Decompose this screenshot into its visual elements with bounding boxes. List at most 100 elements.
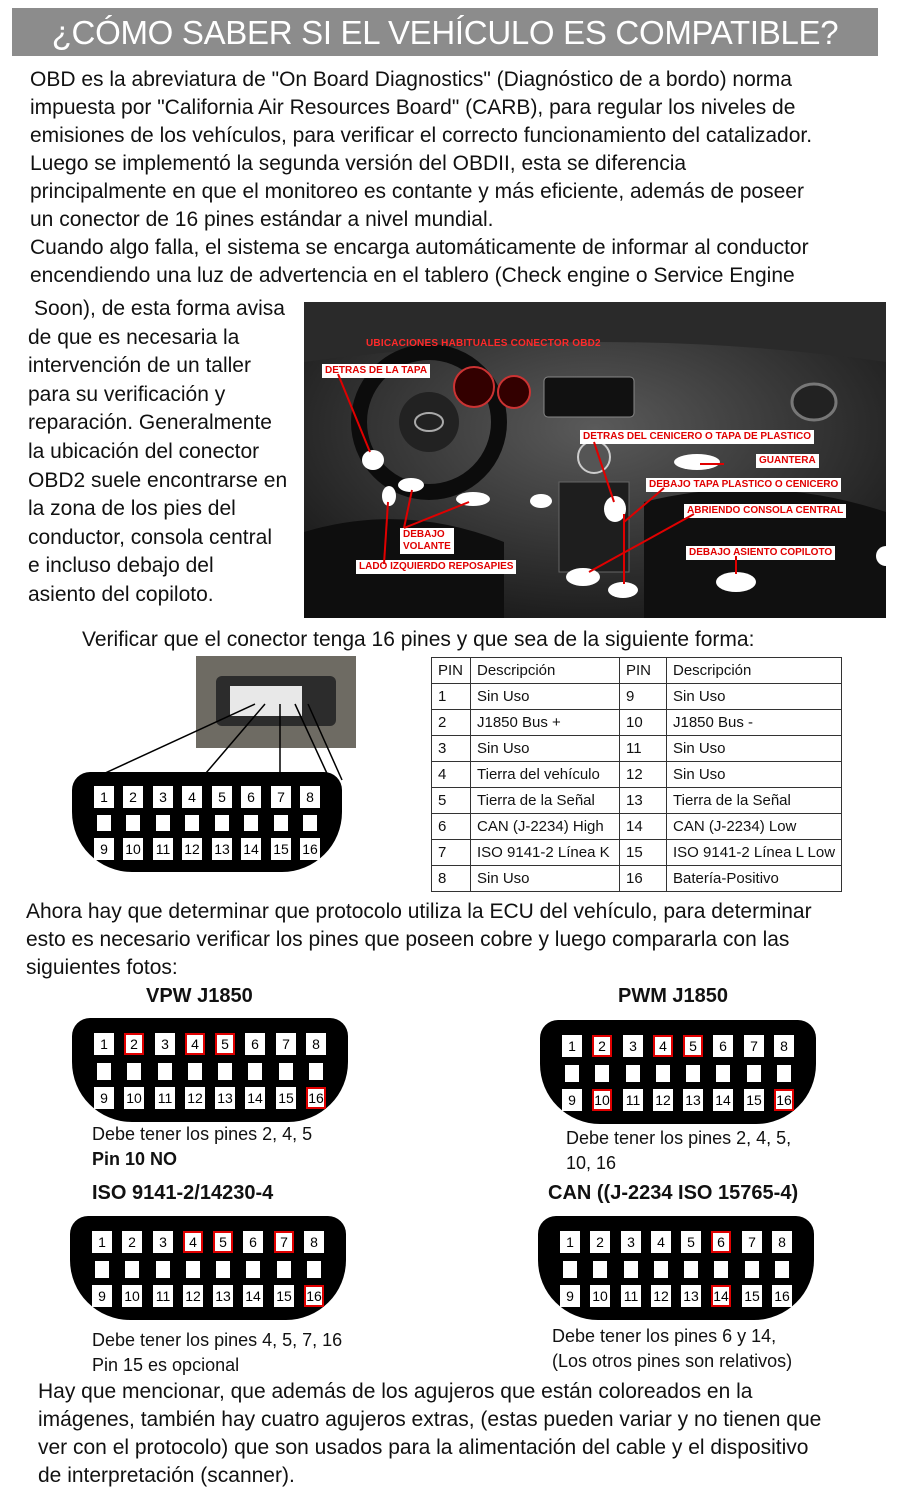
pin-10: 10 <box>123 838 143 860</box>
table-cell: J1850 Bus - <box>665 709 843 736</box>
desc-line: Debe tener los pines 6 y 14, <box>552 1326 777 1346</box>
pin-11: 11 <box>153 838 173 860</box>
pin-6: 6 <box>243 1231 263 1253</box>
intro-line: principalmente en que el monitoreo es co… <box>30 180 804 203</box>
desc-note: Pin 10 NO <box>92 1149 178 1169</box>
connector-slot <box>563 1261 577 1278</box>
connector-slot <box>777 1065 791 1082</box>
connector-slot <box>156 1261 170 1278</box>
photo-label: LADO IZQUIERDO REPOSAPIES <box>356 560 517 574</box>
pin-1: 1 <box>562 1035 582 1057</box>
pin-12: 12 <box>183 1285 203 1307</box>
connector-body <box>538 1216 814 1320</box>
side-line: la zona de los pies del <box>28 497 236 521</box>
pin-11: 11 <box>621 1285 641 1307</box>
intro-line: Cuando algo falla, el sistema se encarga… <box>30 236 809 259</box>
table-cell: Sin Uso <box>470 735 620 762</box>
pin-6: 6 <box>245 1033 265 1055</box>
connector-slot <box>215 815 229 831</box>
connector-socket <box>230 686 302 716</box>
connector-slot <box>624 1261 638 1278</box>
pin-4: 4 <box>183 1231 203 1253</box>
photo-label: DETRAS DEL CENICERO O TAPA DE PLASTICO <box>580 430 814 444</box>
side-line: reparación. Generalmente <box>28 411 272 435</box>
pin-13: 13 <box>213 1285 233 1307</box>
table-header-row: PIN Descripción PIN Descripción <box>431 657 843 684</box>
pin-3: 3 <box>623 1035 643 1057</box>
location-marker <box>716 572 756 592</box>
connector-slot <box>656 1065 670 1082</box>
pin-11: 11 <box>155 1087 175 1109</box>
protocol-line: siguientes fotos: <box>26 956 178 979</box>
pin-9: 9 <box>92 1285 112 1307</box>
pin-16: 16 <box>306 1087 326 1109</box>
connector-slot <box>307 1261 321 1278</box>
pin-5: 5 <box>213 1231 233 1253</box>
pin-3: 3 <box>621 1231 641 1253</box>
table-cell: Sin Uso <box>665 683 843 710</box>
table-header: Descripción <box>470 657 620 684</box>
desc-line: (Los otros pines son relativos) <box>552 1351 793 1371</box>
desc-line: Pin 15 es opcional <box>92 1355 240 1375</box>
connector-slot <box>246 1261 260 1278</box>
table-cell: ISO 9141-2 Línea K <box>470 839 620 866</box>
location-marker <box>566 568 600 586</box>
table-cell: CAN (J-2234) Low <box>665 813 843 840</box>
side-line: para su verificación y <box>28 382 226 406</box>
table-header: Descripción <box>665 657 843 684</box>
table-cell: Tierra de la Señal <box>665 787 843 814</box>
connector-slot <box>244 815 258 831</box>
connector-body <box>70 1216 346 1320</box>
connector-slot <box>686 1065 700 1082</box>
connector-photo <box>196 656 356 748</box>
pin-15: 15 <box>271 838 291 860</box>
pin-7: 7 <box>274 1231 294 1253</box>
pin-11: 11 <box>623 1089 643 1111</box>
connector-slot <box>775 1261 789 1278</box>
connector-slot <box>626 1065 640 1082</box>
pin-14: 14 <box>711 1285 731 1307</box>
connector-slot <box>158 1063 172 1080</box>
pin-4: 4 <box>653 1035 673 1057</box>
connector-body <box>540 1020 816 1124</box>
protocol-heading-can: CAN ((J-2234 ISO 15765-4) <box>548 1182 799 1204</box>
connector-slot <box>274 815 288 831</box>
photo-label: DEBAJO VOLANTE <box>400 528 454 554</box>
connector-slot <box>309 1063 323 1080</box>
pin-13: 13 <box>683 1089 703 1111</box>
connector-slot <box>654 1261 668 1278</box>
connector-slot <box>747 1065 761 1082</box>
side-line: conductor, consola central <box>28 525 272 549</box>
pointer-lines <box>337 373 737 584</box>
photo-label: DEBAJO TAPA PLASTICO O CENICERO <box>646 478 842 492</box>
table-cell: 7 <box>431 839 471 866</box>
table-header: PIN <box>431 657 471 684</box>
location-marker <box>362 450 384 470</box>
pin-5: 5 <box>212 786 232 808</box>
closing-paragraph: Hay que mencionar, que además de los agu… <box>38 1378 821 1490</box>
pin-15: 15 <box>744 1089 764 1111</box>
intro-line: emisiones de los vehículos, para verific… <box>30 124 813 147</box>
side-line: Soon), de esta forma avisa <box>34 297 285 320</box>
intro-line: OBD es la abreviatura de "On Board Diagn… <box>30 68 792 91</box>
connector-body <box>72 1018 348 1122</box>
pin-4: 4 <box>185 1033 205 1055</box>
table-cell: 14 <box>619 813 667 840</box>
location-marker <box>456 492 490 506</box>
connector-slot <box>277 1261 291 1278</box>
location-marker <box>604 496 626 522</box>
pin-6: 6 <box>241 786 261 808</box>
protocol-desc-pwm: Debe tener los pines 2, 4, 5, 10, 16 <box>566 1126 791 1176</box>
pin-10: 10 <box>124 1087 144 1109</box>
closing-line: de interpretación (scanner). <box>38 1464 295 1487</box>
pin-5: 5 <box>681 1231 701 1253</box>
